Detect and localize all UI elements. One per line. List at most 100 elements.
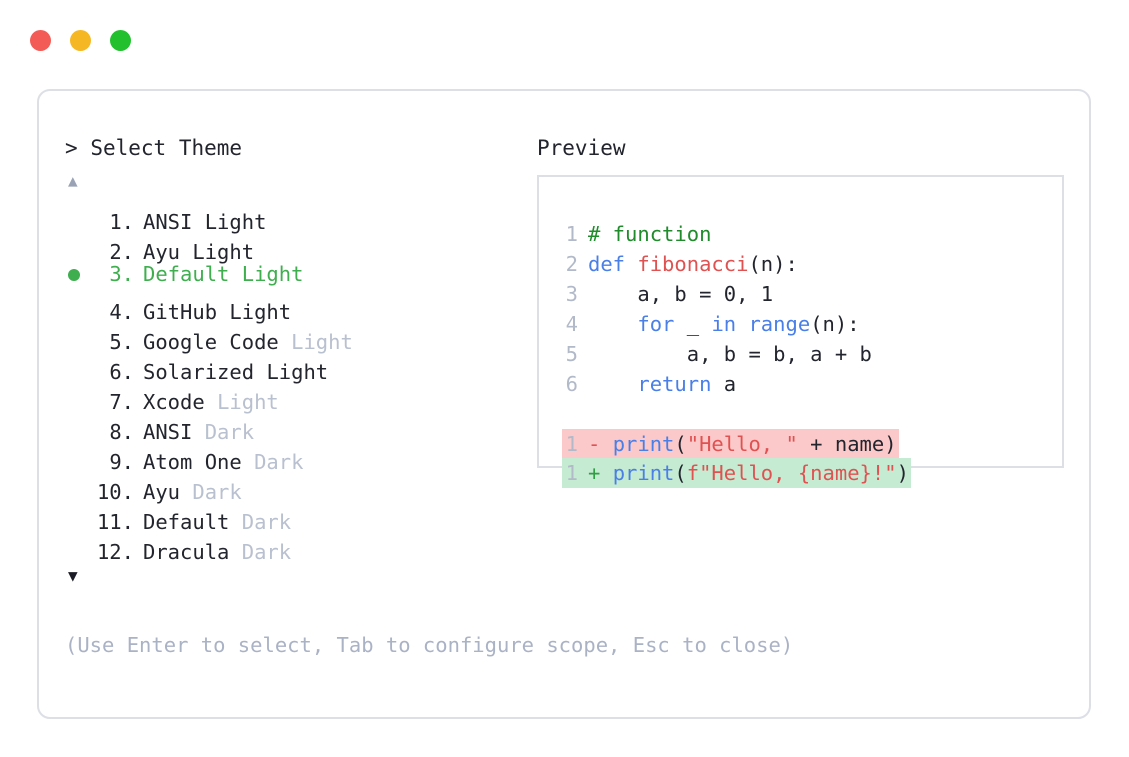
selection-bullet-cell [65,319,95,349]
theme-item-variant: Light [291,330,353,354]
diff-removed-line: 1- print("Hello, " + name) [562,429,911,459]
page-title: Select Theme [90,136,243,160]
theme-item-variant: Dark [241,540,292,564]
theme-list-item[interactable]: 3.Default Light [65,259,535,289]
theme-item-name: Default [143,262,230,286]
select-theme-heading: > Select Theme [65,134,535,162]
line-number: 2 [565,252,578,276]
theme-list-item[interactable]: 8.ANSI Dark [65,409,535,444]
selected-bullet-icon [68,269,80,281]
diff-token: "Hello, " [686,432,798,456]
code-line-text: for _ in range(n): [588,309,860,339]
diff-line-text: - print("Hello, " + name) [588,429,899,459]
theme-item-index: 5. [109,330,134,354]
theme-item-name: Ayu [143,480,181,504]
theme-list-item[interactable]: 4.GitHub Light [65,289,535,324]
theme-item-name: ANSI [143,210,193,234]
theme-list-item[interactable]: 6. Solarized Light [65,349,535,384]
theme-item-variant: Light [229,300,292,324]
diff-line-number: 1 [562,429,588,459]
theme-item-name: Atom One [143,450,242,474]
selection-bullet-cell [65,409,95,439]
selection-bullet-cell [65,349,95,379]
code-token: a, b = 0, 1 [588,282,774,306]
scroll-up-icon[interactable]: ▲ [68,171,78,190]
theme-item-index: 9. [109,450,134,474]
code-token: fibonacci [637,252,749,276]
maximize-button-icon[interactable] [110,30,131,51]
theme-item-index: 12. [96,540,134,564]
preview-column: Preview [537,134,1067,162]
code-token [588,372,637,396]
minimize-button-icon[interactable] [70,30,91,51]
theme-item-index: 6. [109,360,134,384]
theme-item-index: 4. [109,300,134,324]
theme-list-item[interactable]: 9.Atom One Dark [65,439,535,474]
code-token: (n): [810,312,860,336]
code-diff-separator [562,399,911,429]
theme-item-variant: Light [266,360,329,384]
theme-list-item[interactable]: 7.Xcode Light [65,379,535,414]
diff-token: ( [674,432,687,456]
code-line: 3 a, b = 0, 1 [562,279,911,309]
diff-token: + name) [797,432,897,456]
diff-token: f"Hello, {name}!" [686,461,897,485]
diff-line-text: + print(f"Hello, {name}!") [588,458,911,488]
keyboard-hint: (Use Enter to select, Tab to configure s… [65,633,794,657]
theme-item-name: Default [143,510,230,534]
code-token: in range [711,312,811,336]
diff-sign-spacer [600,432,612,456]
code-block: 1 # function 2 def fibonacci (n): 3 a, b = 0,… [562,219,911,488]
theme-item-spacer [229,537,241,567]
theme-item-index: 10. [96,480,134,504]
diff-token: ) [896,461,909,485]
theme-item-variant: Dark [192,480,242,504]
line-number: 6 [565,372,578,396]
theme-item-index: 11. [96,510,134,534]
scroll-down-icon[interactable]: ▼ [68,566,78,585]
code-line-text: a, b = 0, 1 [588,279,773,309]
theme-item-index: 1. [109,210,134,234]
code-token: def [588,252,638,276]
theme-list-item[interactable]: 5. Google Code Light [65,319,535,354]
theme-list-item[interactable]: 11.Default Dark [65,499,535,534]
selection-bullet-cell [65,260,95,290]
theme-item-variant: Light [192,240,255,264]
theme-item-name: Google Code [143,330,279,354]
code-line-text: return a [588,369,736,399]
diff-sign: + [588,461,601,485]
theme-list-item[interactable]: 10. Ayu Dark [65,469,535,504]
theme-item-name: Xcode [143,390,205,414]
code-token: _ [674,312,712,336]
line-number: 3 [565,282,578,306]
code-token: return [637,372,712,396]
theme-item-index: 8. [109,420,134,444]
code-line: 6 return a [562,369,911,399]
theme-item-name: Solarized [143,360,255,384]
code-token: for [637,312,675,336]
selection-bullet-cell [65,229,95,259]
theme-list-item[interactable]: 2.Ayu Light [65,229,535,264]
theme-item-name: Dracula [143,540,230,564]
theme-list-item[interactable]: 1. ANSI Light [65,199,535,234]
diff-token: print [612,461,675,485]
theme-item-variant: Light [241,262,304,286]
theme-item-variant: Light [204,210,267,234]
code-token: # function [588,222,712,246]
code-token [588,312,637,336]
diff-line-number: 1 [562,458,588,488]
theme-list-item[interactable]: 12. Dracula Dark [65,529,535,564]
close-button-icon[interactable] [30,30,51,51]
diff-token: ( [674,461,687,485]
diff-sign-spacer [600,461,612,485]
code-line-text: # function [588,219,711,249]
selection-bullet-cell [65,469,95,499]
theme-item-name: Ayu [143,240,181,264]
diff-added-line: 1+ print(f"Hello, {name}!") [562,458,911,488]
theme-item-name: ANSI [143,420,193,444]
